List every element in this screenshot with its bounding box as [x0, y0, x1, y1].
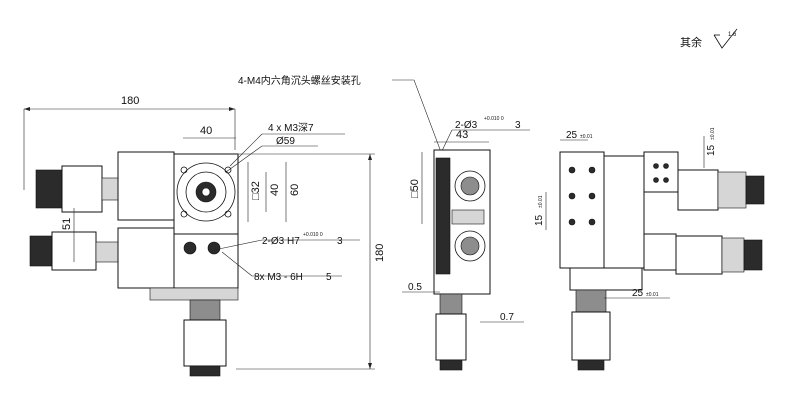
mount-hole: [224, 210, 232, 218]
callout-pin-front-depth: 3: [337, 236, 343, 247]
lower-platform: [173, 233, 239, 289]
side-knob-upper-core: [460, 176, 480, 196]
bottom-motor-cap: [189, 365, 221, 377]
rear-upper-motor: [677, 169, 719, 211]
leader-circle: [225, 145, 263, 173]
callout-thread-bottom-depth: 5: [326, 272, 332, 283]
side-knob-lower-core: [460, 236, 480, 256]
rear-upper-motor-cap: [717, 171, 747, 209]
callout-mount-holes: 4-M4内六角沉头螺丝安装孔: [238, 74, 361, 87]
side-view: 4-M4内六角沉头螺丝安装孔 2-Ø3 +0.010 0 3 43 □50 0.…: [238, 74, 530, 371]
rear-stage-block: [603, 155, 645, 269]
rear-hole: [663, 177, 669, 183]
dim-25-top: 25: [566, 130, 578, 141]
side-motor-body: [435, 313, 467, 361]
roughness-icon: [713, 28, 738, 49]
callout-pin-front: 2-Ø3 H7: [262, 236, 300, 247]
dim-square-32: □32: [250, 181, 262, 200]
rear-rotary-block: [559, 151, 605, 269]
dim-square-50: □50: [409, 179, 421, 198]
bottom-coupler: [189, 299, 221, 321]
leader-pin-front: [213, 239, 263, 251]
rear-hole: [663, 163, 669, 169]
dim-43: 43: [456, 129, 468, 141]
rear-base: [569, 267, 643, 291]
callout-pin-side-depth: 3: [515, 120, 521, 131]
dim-15-left: 15: [534, 214, 545, 226]
dim-40-vertical: 40: [269, 184, 281, 196]
rotary-disk: [176, 162, 236, 222]
left-motor-cap: [35, 169, 63, 209]
side-connector: [451, 209, 485, 225]
side-coupler: [439, 293, 463, 315]
side-knob-lower: [454, 230, 486, 262]
rear-hole: [568, 166, 576, 174]
rear-motor-cap: [577, 359, 605, 371]
lower-coupler: [95, 241, 119, 263]
rear-lower-carriage: [643, 233, 677, 271]
side-motor-cap: [439, 359, 463, 371]
dim-25-top-tol: ±0.01: [580, 134, 593, 140]
rear-lower-motor-end: [743, 239, 763, 271]
rear-lower-motor-cap: [721, 237, 745, 273]
rear-hole: [588, 166, 596, 174]
dim-40-top: 40: [200, 125, 212, 137]
side-rail: [435, 157, 451, 275]
dim-180-height: 180: [374, 244, 386, 262]
rear-hole: [653, 163, 659, 169]
rear-lower-motor: [675, 235, 723, 275]
dim-180-width: 180: [121, 95, 139, 107]
callout-pin-side-tol: +0.010 0: [484, 116, 504, 122]
roughness-note: 其余 1.6: [680, 28, 738, 49]
upper-stage-block: [117, 151, 175, 221]
left-motor-body: [61, 165, 103, 213]
dim-07: 0.7: [500, 312, 514, 323]
rear-hole: [568, 218, 576, 226]
front-view: 180 40 □32 40: [23, 95, 386, 377]
lower-motor-cap: [29, 235, 53, 267]
dim-15-top-tol: ±0.01: [710, 127, 716, 140]
rear-hole: [653, 177, 659, 183]
leader-thread-top: [229, 133, 263, 167]
rear-hole: [568, 192, 576, 200]
screw-head: [183, 241, 197, 255]
rotary-center-hole: [201, 187, 211, 197]
dim-60-vertical: 60: [289, 184, 301, 196]
rear-hole: [588, 192, 596, 200]
dim-05: 0.5: [408, 282, 422, 293]
callout-pin-side: 2-Ø3: [455, 120, 478, 131]
mount-hole: [180, 166, 188, 174]
callout-thread-top: 4 x M3深7: [268, 122, 314, 134]
rear-motor-body: [571, 311, 611, 361]
rear-upper-carriage: [643, 151, 679, 193]
bottom-motor-body: [183, 319, 227, 367]
rotary-inner-ring: [185, 171, 227, 213]
base-plate: [149, 287, 239, 301]
dim-51: 51: [61, 218, 73, 230]
side-knob-upper: [454, 170, 486, 202]
rear-view: 25 ±0.01 15 ±0.01 15 ±0.01 25 ±0.01: [534, 127, 765, 371]
mount-hole: [224, 166, 232, 174]
lower-stage-block: [117, 227, 175, 289]
rear-upper-motor-end: [745, 175, 765, 205]
dim-25-bottom: 25: [632, 288, 644, 299]
callout-circle-dia: Ø59: [276, 136, 295, 147]
dim-25-bottom-tol: ±0.01: [646, 292, 659, 298]
leader-mount-holes: [413, 79, 445, 161]
roughness-value: 1.6: [728, 32, 737, 38]
mount-hole: [180, 210, 188, 218]
dim-15-left-tol: ±0.01: [538, 195, 544, 208]
roughness-note-label: 其余: [680, 35, 702, 49]
dim-15-top: 15: [706, 144, 717, 156]
callout-pin-front-tol: +0.010 0: [303, 232, 323, 238]
left-coupler: [101, 177, 121, 201]
callout-thread-bottom: 8x M3 - 6H: [254, 272, 303, 283]
screw-head: [207, 241, 221, 255]
leader-thread-bottom: [221, 251, 253, 277]
rear-hole: [588, 218, 596, 226]
rear-coupler: [575, 289, 607, 313]
